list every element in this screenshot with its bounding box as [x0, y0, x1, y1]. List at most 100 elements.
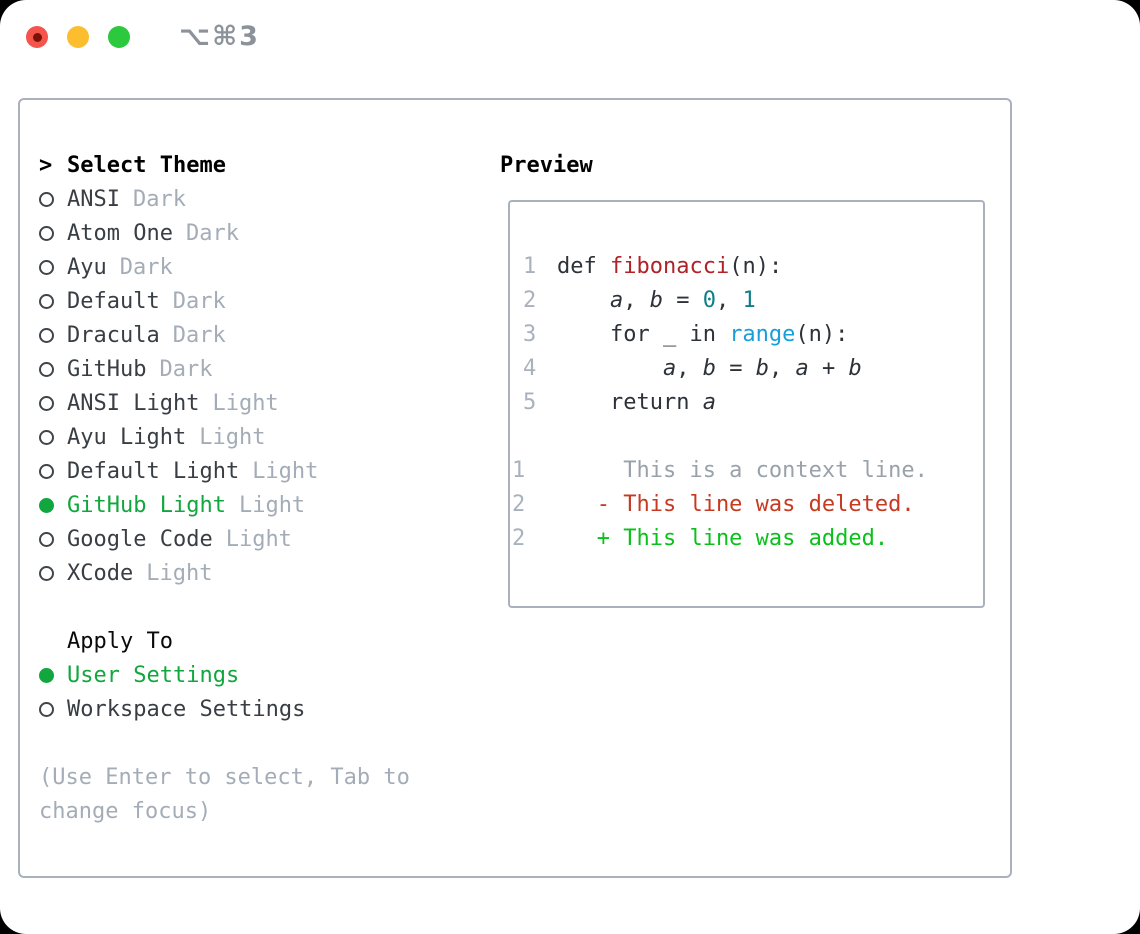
code-segment-var: a [662, 356, 677, 381]
code-segment-var: b [649, 288, 663, 313]
preview-title: Preview [500, 153, 593, 178]
diff-line: 2 + This line was added. [512, 522, 983, 556]
title-bar: ⌥⌘3 [26, 21, 260, 52]
radio-icon [39, 498, 54, 513]
option-variant: Dark [172, 289, 226, 314]
option-variant: Light [238, 493, 306, 518]
picker-title: Select Theme [67, 153, 226, 178]
spacer [523, 420, 983, 454]
code-segment-plain [557, 288, 610, 313]
line-number: 3 [523, 322, 537, 347]
option-label: Workspace Settings [67, 697, 306, 722]
code-segment-func: fibonacci [609, 254, 730, 279]
radio-icon [39, 226, 54, 241]
diff-line: 2 - This line was deleted. [512, 488, 983, 522]
code-segment-context: This is a context line. [557, 458, 928, 483]
picker-header: > Select Theme [39, 149, 410, 183]
code-segment-deleted: - This line was deleted. [557, 492, 915, 517]
code-segment-plain: , [676, 356, 703, 381]
code-segment-var: b [848, 356, 862, 381]
option-label: XCode [67, 561, 134, 586]
theme-option-google-code[interactable]: Google Code Light [39, 523, 410, 557]
option-label: User Settings [67, 663, 240, 688]
minimize-button[interactable] [67, 26, 89, 48]
radio-icon [39, 702, 54, 717]
option-variant: Dark [132, 187, 186, 212]
option-variant: Dark [172, 323, 226, 348]
option-label: Ayu Light [67, 425, 187, 450]
apply-option-user-settings[interactable]: User Settings [39, 659, 410, 693]
theme-option-github[interactable]: GitHub Dark [39, 353, 410, 387]
code-segment-plain: , [623, 288, 650, 313]
radio-icon [39, 464, 54, 479]
code-segment-plain: = [662, 288, 703, 313]
radio-icon [39, 294, 54, 309]
code-segment-var: b [702, 356, 716, 381]
theme-option-xcode[interactable]: XCode Light [39, 557, 410, 591]
theme-option-ayu-light[interactable]: Ayu Light Light [39, 421, 410, 455]
radio-icon [39, 532, 54, 547]
radio-icon [39, 668, 54, 683]
spacer [39, 591, 410, 625]
option-label: Default Light [67, 459, 240, 484]
option-variant: Light [199, 425, 266, 450]
theme-option-default[interactable]: Default Dark [39, 285, 410, 319]
option-label: Dracula [67, 323, 160, 348]
option-variant: Light [146, 561, 213, 586]
radio-icon [39, 396, 54, 411]
line-number: 5 [523, 390, 537, 415]
code-segment-plain: (n): [729, 254, 783, 279]
code-segment-plain: , [715, 288, 743, 313]
code-segment-var: a [795, 356, 809, 381]
code-line: 2 a, b = 0, 1 [523, 284, 983, 318]
code-segment-added: + This line was added. [557, 526, 889, 551]
close-button[interactable] [26, 26, 48, 48]
radio-icon [39, 430, 54, 445]
code-segment-num: 0 [702, 288, 716, 313]
theme-option-dracula[interactable]: Dracula Dark [39, 319, 410, 353]
radio-icon [39, 566, 54, 581]
apply-to-header: Apply To [39, 625, 410, 659]
hint-line: (Use Enter to select, Tab to [39, 765, 410, 790]
code-segment-var: a [609, 288, 624, 313]
line-number: 2 [512, 526, 526, 551]
option-label: Atom One [67, 221, 173, 246]
radio-icon [39, 362, 54, 377]
apply-option-workspace-settings[interactable]: Workspace Settings [39, 693, 410, 727]
hint-text: (Use Enter to select, Tab to change focus… [39, 761, 410, 829]
line-number: 2 [523, 288, 537, 313]
option-variant: Light [225, 527, 292, 552]
apply-to-title: Apply To [67, 629, 173, 654]
keyboard-shortcut-label: ⌥⌘3 [179, 21, 260, 52]
option-label: Default [67, 289, 160, 314]
option-label: GitHub [67, 357, 147, 382]
code-segment-plain: , [768, 356, 796, 381]
option-variant: Light [212, 391, 279, 416]
code-segment-builtin: range [729, 322, 796, 347]
code-segment-plain: return [557, 390, 703, 415]
zoom-button[interactable] [108, 26, 130, 48]
option-label: Google Code [67, 527, 213, 552]
option-variant: Dark [159, 357, 213, 382]
diff-line: 1 This is a context line. [512, 454, 983, 488]
line-number: 2 [512, 492, 526, 517]
code-line: 5 return a [523, 386, 983, 420]
code-segment-plain [557, 356, 663, 381]
apply-to-list: User Settings Workspace Settings [39, 659, 410, 727]
option-variant: Dark [119, 255, 173, 280]
code-segment-num: 1 [742, 288, 756, 313]
line-number: 4 [523, 356, 537, 381]
prompt-icon: > [39, 153, 53, 178]
hint-line: change focus) [39, 799, 212, 824]
